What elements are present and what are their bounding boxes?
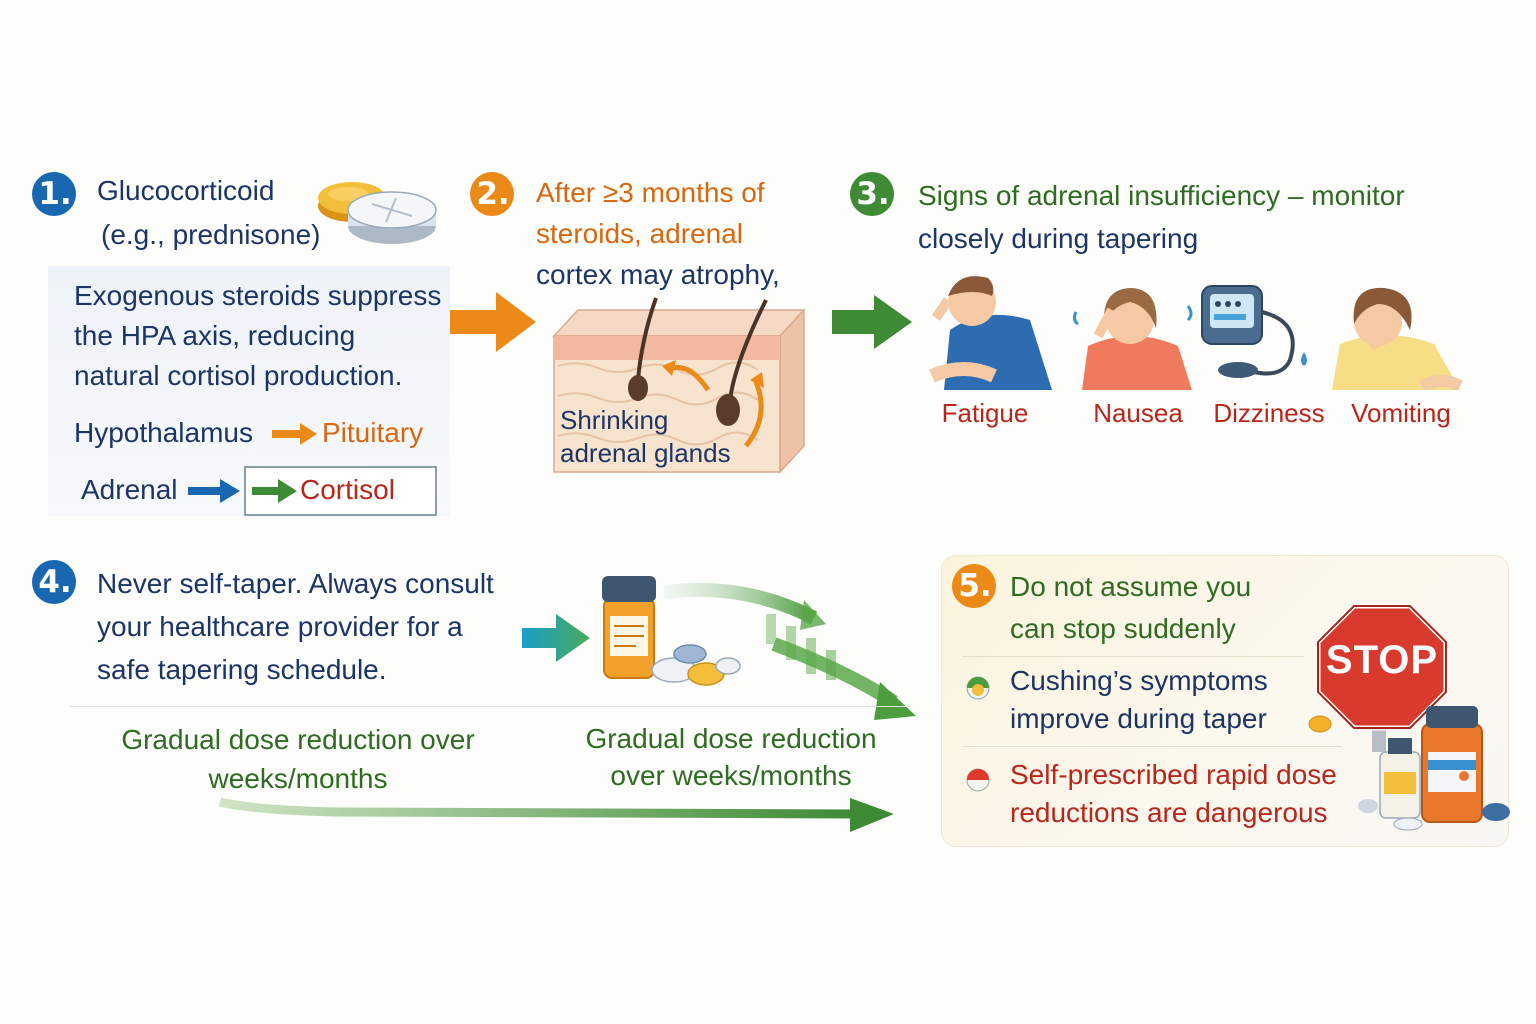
step-1-badge: 1. xyxy=(32,172,76,216)
step-4-left-caption: Gradual dose reduction over weeks/months xyxy=(104,720,492,798)
blood-pressure-monitor-icon xyxy=(1201,285,1307,378)
step-5-divider xyxy=(962,656,1304,657)
step-5-badge: 5. xyxy=(952,564,996,608)
step-2-line: After ≥3 months of xyxy=(536,177,765,208)
step-1-body-line: Exogenous steroids suppress xyxy=(74,280,442,311)
shrinking-adrenal-label: Shrinking adrenal glands xyxy=(560,404,731,470)
flow-adrenal: Adrenal xyxy=(81,474,178,505)
stop-sign-icon xyxy=(1315,603,1449,752)
medication-bottle-icon xyxy=(602,576,741,686)
step-5-point-1: Cushing’s symptoms improve during taper xyxy=(1010,662,1268,738)
blue-arrow-icon xyxy=(188,479,240,503)
step-2-text: After ≥3 months of steroids, adrenal cor… xyxy=(536,172,780,295)
flow-cortisol: Cortisol xyxy=(300,474,395,505)
vomiting-person-icon xyxy=(1332,287,1463,390)
caption-line: Gradual dose reduction over xyxy=(121,724,475,755)
symptom-fatigue: Fatigue xyxy=(941,398,1029,428)
step-1-body: Exogenous steroids suppress the HPA axis… xyxy=(74,276,441,396)
step-1-title: Glucocorticoid xyxy=(97,175,275,206)
flow-pituitary: Pituitary xyxy=(322,417,424,448)
medicine-bottles-icon xyxy=(1358,706,1510,831)
point-line: improve during taper xyxy=(1010,703,1267,734)
step-4-line: safe tapering schedule. xyxy=(97,654,387,685)
orange-arrow-icon xyxy=(272,423,317,445)
caption-line: over weeks/months xyxy=(610,760,852,791)
step-2-line: steroids, adrenal xyxy=(536,218,744,249)
orange-dot-icon xyxy=(1308,715,1332,733)
step-5-line: Do not assume you xyxy=(1010,571,1252,602)
step-4-line: Never self-taper. Always consult xyxy=(97,568,494,599)
step-3-text: Signs of adrenal insufficiency – monitor… xyxy=(918,174,1405,260)
flow-hypothalamus: Hypothalamus xyxy=(74,417,253,448)
symptom-dizziness: Dizziness xyxy=(1213,398,1325,428)
caption-line: Gradual dose reduction xyxy=(585,723,877,754)
point-line: reductions are dangerous xyxy=(1010,797,1328,828)
step-4-right-caption: Gradual dose reduction over weeks/months xyxy=(574,720,888,794)
green-arrow-icon xyxy=(252,479,297,503)
step-5-line: can stop suddenly xyxy=(1010,613,1236,644)
point-line: Cushing’s symptoms xyxy=(1010,665,1268,696)
step-2-badge: 2. xyxy=(470,172,514,216)
step-4-badge: 4. xyxy=(32,560,76,604)
step-3-line: closely during tapering xyxy=(918,223,1199,254)
tapering-steps-arrow-icon xyxy=(663,582,916,720)
green-bullet-icon xyxy=(966,676,990,700)
stop-sign-text: STOP xyxy=(1325,638,1439,682)
fatigue-person-icon xyxy=(929,276,1052,390)
caption-line: weeks/months xyxy=(208,763,388,794)
symptom-vomiting: Vomiting xyxy=(1351,398,1451,428)
step-3-badge: 3. xyxy=(850,172,894,216)
step-3-line: Signs of adrenal insufficiency – monitor xyxy=(918,180,1405,211)
step-1-body-line: natural cortisol production. xyxy=(74,360,403,391)
image-label-line: Shrinking xyxy=(560,405,669,435)
step-4-line: your healthcare provider for a xyxy=(97,611,463,642)
pill-tablets-icon xyxy=(318,182,437,244)
arrow-to-step-2-icon xyxy=(450,292,536,352)
adrenal-cortex-tissue-illustration xyxy=(552,297,806,474)
symptom-nausea: Nausea xyxy=(1093,398,1183,428)
step-2-line: cortex may atrophy, xyxy=(536,259,780,290)
step-5-divider xyxy=(962,746,1342,747)
red-bullet-icon xyxy=(966,768,990,792)
step-1-body-line: the HPA axis, reducing xyxy=(74,320,356,351)
step-5-text: Do not assume you can stop suddenly xyxy=(1010,566,1251,650)
step-4-text: Never self-taper. Always consult your he… xyxy=(97,562,494,691)
nausea-person-icon xyxy=(1072,288,1193,390)
image-label-line: adrenal glands xyxy=(560,438,731,468)
step-4-divider xyxy=(70,706,910,707)
step-1-subtitle: (e.g., prednisone) xyxy=(101,219,321,250)
point-line: Self-prescribed rapid dose xyxy=(1010,759,1337,790)
step-5-point-2: Self-prescribed rapid dose reductions ar… xyxy=(1010,756,1337,832)
long-green-arrow-icon xyxy=(218,797,894,832)
teal-arrow-icon xyxy=(522,614,590,662)
arrow-to-step-3-icon xyxy=(832,295,912,349)
